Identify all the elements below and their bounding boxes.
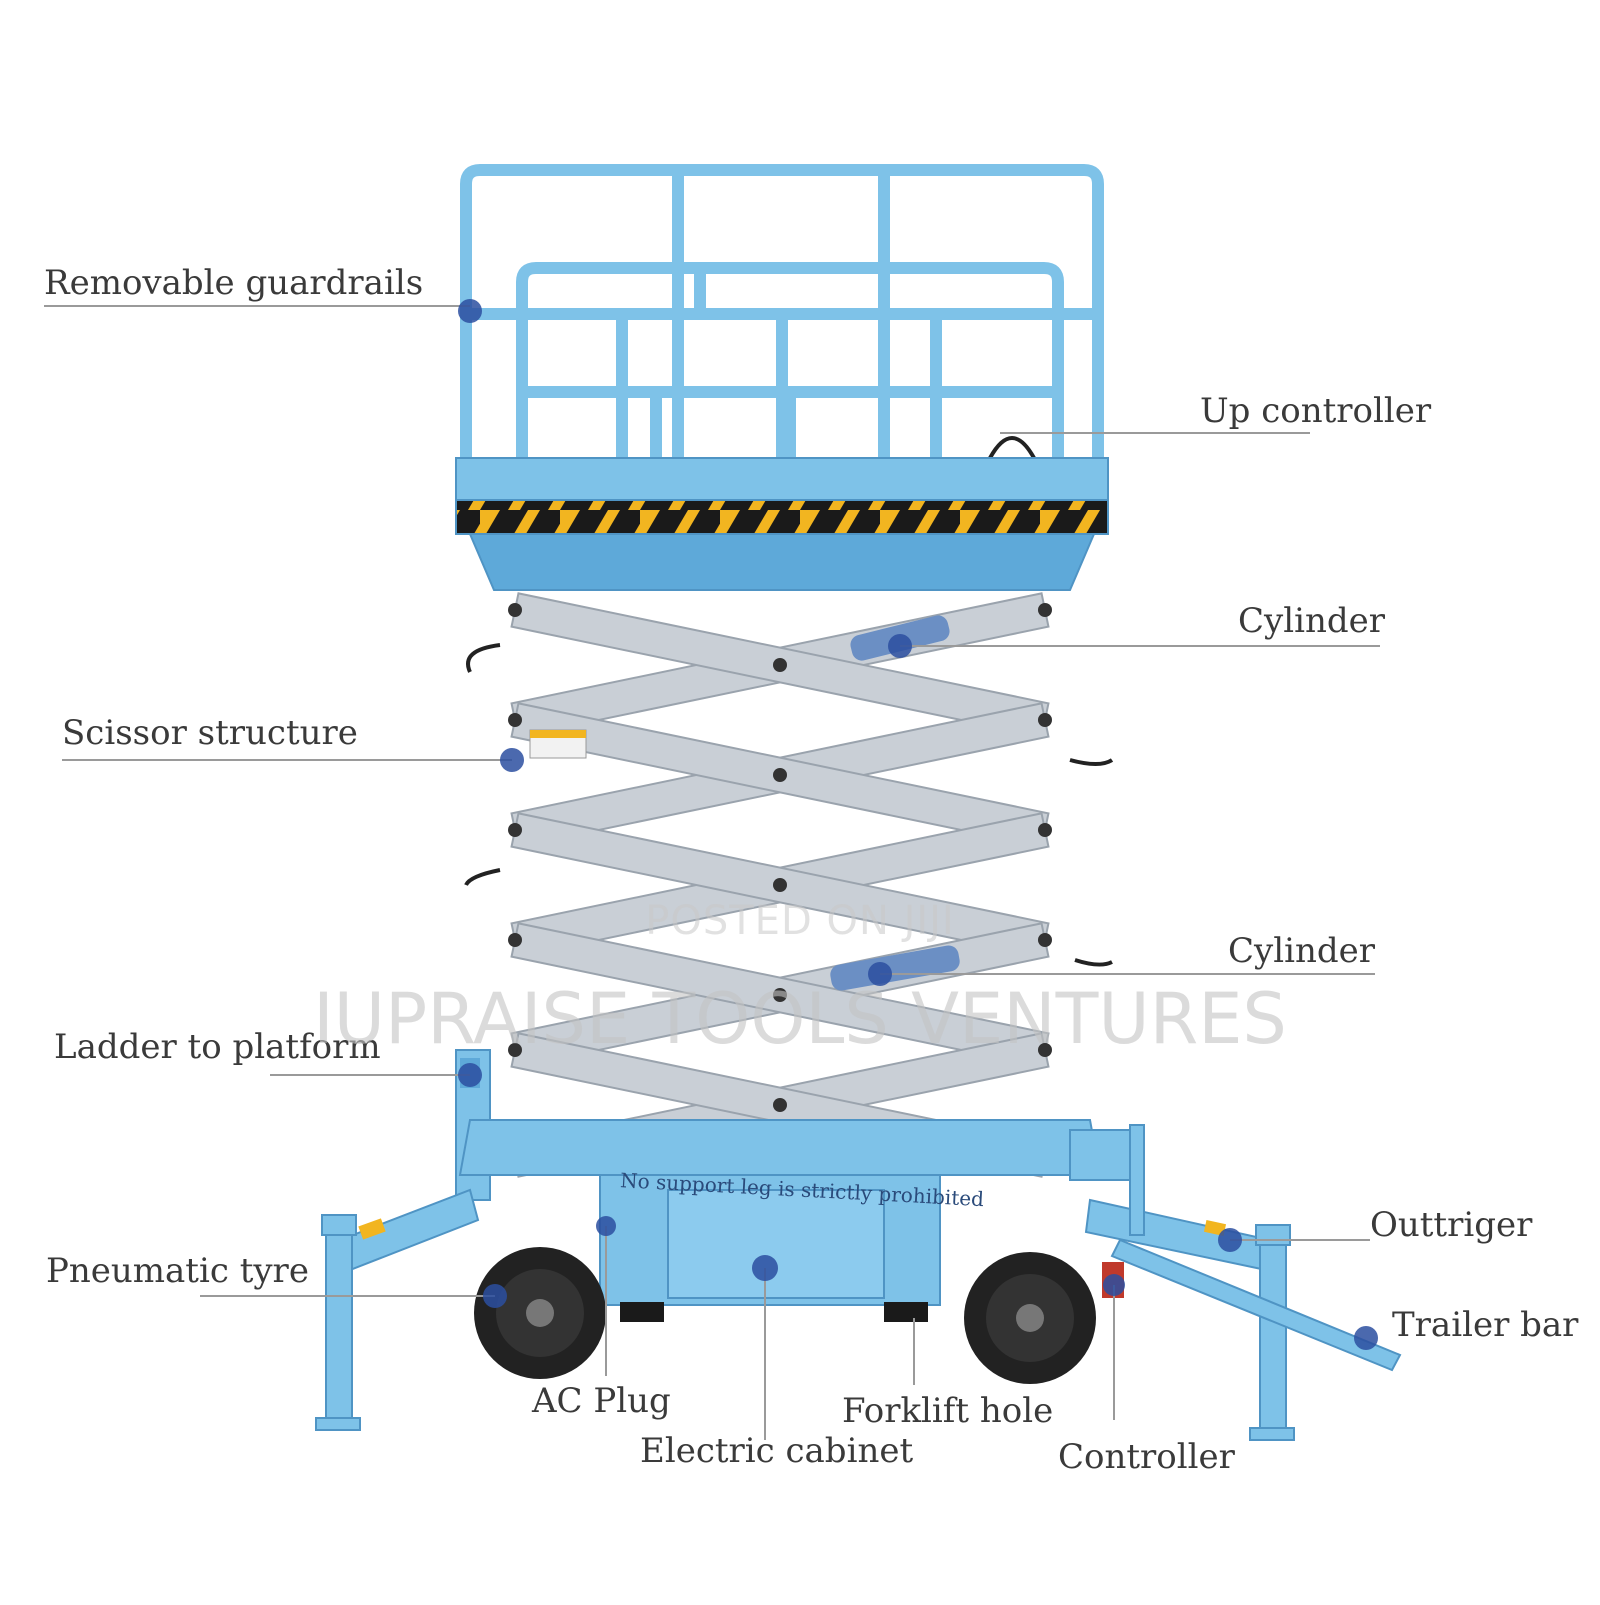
up-controller-handle: [990, 438, 1034, 458]
scissor-pin: [508, 603, 522, 617]
label-controller: Controller: [1058, 1440, 1235, 1474]
forklift-hole-left: [620, 1302, 664, 1322]
scissor-pin: [1038, 823, 1052, 837]
guardrail: [466, 170, 1098, 462]
forklift-hole-right: [884, 1302, 928, 1322]
label-pneumatic-tyre: Pneumatic tyre: [46, 1254, 309, 1288]
scissor-pin: [1038, 603, 1052, 617]
watermark-posted: POSTED ON JIJI: [0, 898, 1600, 944]
watermark-company: IUPRAISE TOOLS VENTURES: [0, 978, 1600, 1060]
hazard-stripe: [456, 500, 1108, 534]
label-electric-cabinet: Electric cabinet: [640, 1434, 913, 1468]
label-removable-guardrails: Removable guardrails: [44, 266, 423, 300]
scissor-pin: [773, 768, 787, 782]
scissor-pin: [773, 1098, 787, 1112]
scissor-pin: [773, 658, 787, 672]
platform-deck: [456, 458, 1108, 500]
label-ac-plug: AC Plug: [532, 1384, 671, 1418]
scissor-structure: [508, 593, 1052, 1176]
label-up-controller: Up controller: [1200, 394, 1431, 428]
scissor-pin: [1038, 713, 1052, 727]
scissor-pin: [508, 713, 522, 727]
label-trailer-bar: Trailer bar: [1392, 1308, 1578, 1342]
label-forklift-hole: Forklift hole: [842, 1394, 1053, 1428]
label-outtriger: Outtriger: [1370, 1208, 1532, 1242]
scissor-pin: [773, 878, 787, 892]
scissor-pin: [508, 823, 522, 837]
electric-cabinet-door: [668, 1190, 884, 1298]
label-scissor-structure: Scissor structure: [62, 716, 358, 750]
platform-underside: [470, 534, 1094, 590]
label-cylinder-top: Cylinder: [1238, 604, 1385, 638]
